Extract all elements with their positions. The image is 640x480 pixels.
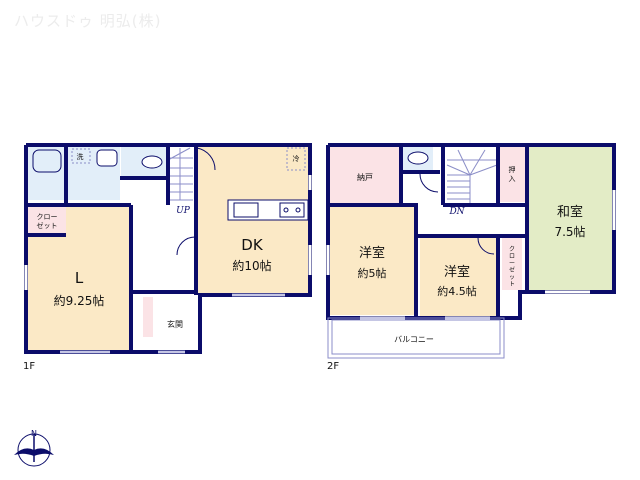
stove-icon xyxy=(279,202,305,218)
room-size-western2: 約4.5帖 xyxy=(437,284,477,298)
stairs-1f xyxy=(167,147,193,201)
floor-2f: 納戸 洋室 約5帖 洋室 約4.5帖 和室 7.5帖 押 入 ク ロ ー ゼ ッ… xyxy=(326,143,616,372)
sink-icon xyxy=(96,149,118,167)
oshiire-line2: 入 xyxy=(509,175,516,183)
floor-1f: L 約9.25帖 DK 約10帖 クロー ゼット 玄関 洗 冷 UP 1F xyxy=(23,143,312,372)
room-name-western1: 洋室 xyxy=(359,245,385,261)
room-size-living: 約9.25帖 xyxy=(54,293,105,308)
shoe-box xyxy=(143,297,153,337)
room-name-living: L xyxy=(75,269,84,287)
toilet-icon xyxy=(141,155,163,169)
room-name-japanese: 和室 xyxy=(557,204,583,220)
room-name-western2: 洋室 xyxy=(444,264,470,280)
room-size-dk: 約10帖 xyxy=(232,258,271,273)
door-swing-western2 xyxy=(477,237,495,255)
oshiire-floor xyxy=(500,145,525,202)
walls-1f xyxy=(24,143,312,354)
room-name-storeroom: 納戸 xyxy=(357,172,373,182)
oshiire-line1: 押 xyxy=(509,165,516,174)
stairs-2f xyxy=(446,149,498,203)
watermark: ハウスドゥ 明弘(株) xyxy=(14,12,162,30)
japanese-floor xyxy=(529,145,613,291)
svg-text:ゼ: ゼ xyxy=(509,266,515,274)
closet-1f-line2: ゼット xyxy=(37,221,58,230)
stairs-up-label: UP xyxy=(176,206,191,216)
storeroom-floor xyxy=(330,145,400,203)
balcony-rail xyxy=(327,317,505,359)
balcony-label: バルコニー xyxy=(394,335,434,344)
room-size-western1: 約5帖 xyxy=(358,266,387,280)
room-size-japanese: 7.5帖 xyxy=(554,224,585,239)
svg-text:ロ: ロ xyxy=(509,253,515,260)
door-swing-hall xyxy=(176,236,196,256)
laundry-label: 洗 xyxy=(77,152,84,161)
floor-label-1f: 1F xyxy=(23,361,35,372)
toilet-2f-icon xyxy=(407,151,429,165)
door-swing-dk xyxy=(196,147,216,171)
window-lines-1f xyxy=(60,293,285,354)
svg-text:ト: ト xyxy=(509,281,515,288)
bathtub-icon xyxy=(32,149,62,173)
closet-2f-label: ク ロ ー ゼ ッ ト xyxy=(509,246,515,288)
svg-text:ッ: ッ xyxy=(509,274,515,281)
windows-1f xyxy=(24,175,312,354)
compass-icon: N xyxy=(14,429,54,467)
kitchen-sink-icon xyxy=(233,202,259,218)
balcony-outline xyxy=(331,319,501,355)
fridge-label: 冷 xyxy=(293,154,300,163)
floor-label-2f: 2F xyxy=(327,361,339,372)
stairs-down-label: DN xyxy=(448,207,465,217)
room-name-dk: DK xyxy=(241,236,264,254)
compass-north-label: N xyxy=(31,429,37,438)
closet-1f-floor xyxy=(28,207,66,233)
closet-1f-line1: クロー xyxy=(37,213,58,221)
washing-machine-icon xyxy=(71,148,91,164)
door-swing-toilet-2f xyxy=(419,173,439,193)
closet-2f-floor xyxy=(502,235,522,290)
svg-text:ク: ク xyxy=(509,246,515,253)
fridge-space xyxy=(286,147,306,171)
room-name-entrance: 玄関 xyxy=(167,319,183,329)
kitchen-counter xyxy=(227,199,309,221)
svg-text:ー: ー xyxy=(509,260,515,267)
western1-floor xyxy=(330,207,414,315)
